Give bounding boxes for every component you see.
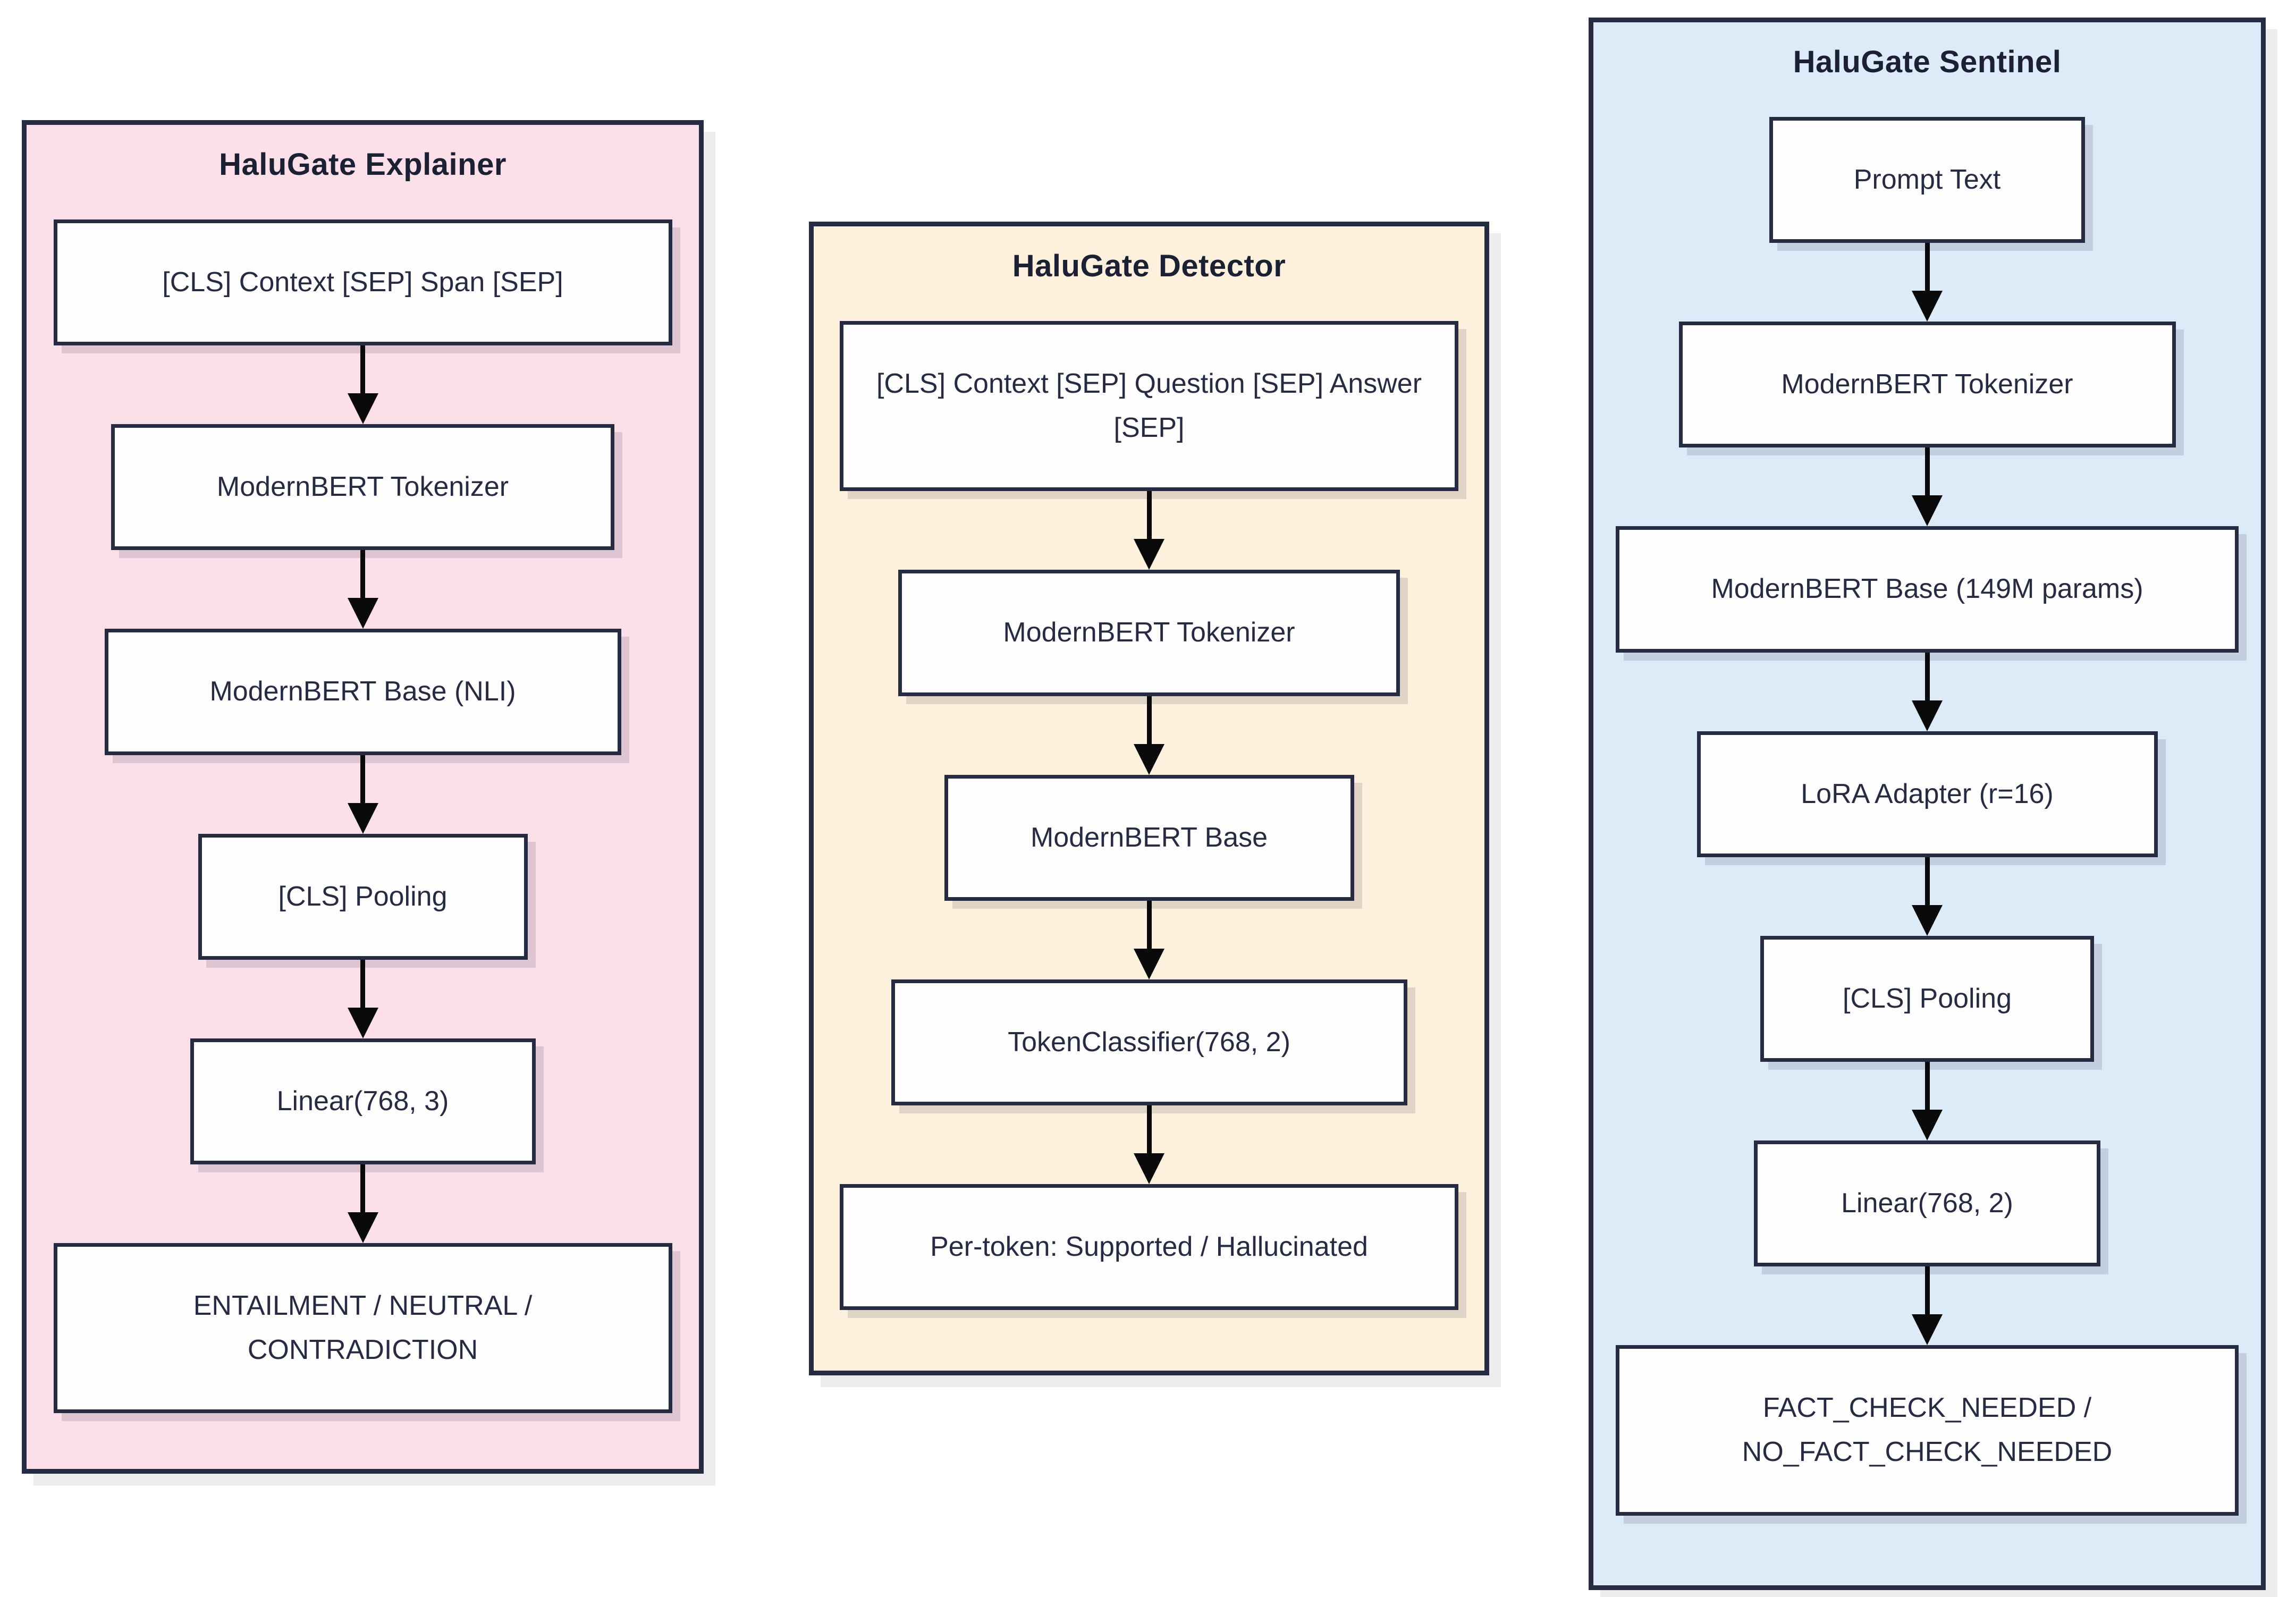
flow-node-output: Per-token: Supported / Hallucinated [840, 1184, 1458, 1311]
flow-node-tokenizer: ModernBERT Tokenizer [111, 424, 614, 551]
arrow-down-icon [347, 755, 379, 834]
flow-node-pooling: [CLS] Pooling [1760, 935, 2094, 1062]
arrow-shaft [1924, 243, 1930, 291]
panel-halugate-detector: HaluGate Detector [CLS] Context [SEP] Qu… [809, 222, 1489, 1375]
flow-node-label: [CLS] Context [SEP] Question [SEP] Answe… [876, 368, 1422, 444]
arrow-down-icon [1133, 491, 1165, 570]
arrow-head [1912, 495, 1943, 527]
flow-node-label: [CLS] Pooling [1843, 983, 2012, 1014]
flow-node-label: ModernBERT Tokenizer [216, 471, 509, 503]
arrow-head [347, 598, 378, 629]
flow-node-label: [CLS] Pooling [278, 881, 448, 912]
arrow-down-icon [347, 345, 379, 425]
flow-node-output: ENTAILMENT / NEUTRAL / CONTRADICTION [53, 1243, 672, 1414]
arrow-head [1134, 1153, 1164, 1184]
arrow-head [1134, 743, 1164, 775]
flow-node-output: FACT_CHECK_NEEDED / NO_FACT_CHECK_NEEDED [1616, 1345, 2239, 1516]
flow-column-explainer: [CLS] Context [SEP] Span [SEP] ModernBER… [27, 219, 699, 1414]
arrow-shaft [360, 345, 365, 394]
flow-node-token-classifier: TokenClassifier(768, 2) [891, 979, 1407, 1105]
flow-column-detector: [CLS] Context [SEP] Question [SEP] Answe… [814, 321, 1484, 1311]
flow-column-sentinel: Prompt Text ModernBERT Tokenizer ModernB… [1593, 117, 2261, 1516]
arrow-down-icon [1133, 900, 1165, 979]
arrow-head [347, 802, 378, 834]
arrow-shaft [1146, 491, 1152, 539]
panel-title-explainer: HaluGate Explainer [219, 147, 507, 182]
panel-title-detector: HaluGate Detector [1012, 249, 1286, 283]
flow-node-lora-adapter: LoRA Adapter (r=16) [1696, 731, 2158, 857]
flow-node-base-model: ModernBERT Base (149M params) [1616, 526, 2239, 653]
arrow-shaft [360, 550, 365, 598]
arrow-down-icon [1911, 652, 1943, 731]
flow-node-label: LoRA Adapter (r=16) [1801, 778, 2054, 809]
flow-node-label: FACT_CHECK_NEEDED / NO_FACT_CHECK_NEEDED [1742, 1392, 2113, 1468]
arrow-head [347, 393, 378, 425]
flow-node-label: ModernBERT Tokenizer [1781, 369, 2073, 400]
flow-node-tokenizer: ModernBERT Tokenizer [898, 570, 1400, 696]
flow-node-tokenizer: ModernBERT Tokenizer [1678, 322, 2176, 448]
flow-node-input: [CLS] Context [SEP] Span [SEP] [53, 219, 672, 346]
panel-title-sentinel: HaluGate Sentinel [1793, 45, 2062, 79]
flow-node-linear: Linear(768, 3) [190, 1038, 536, 1164]
arrow-down-icon [347, 959, 379, 1038]
arrow-head [347, 1007, 378, 1038]
flow-node-label: Per-token: Supported / Hallucinated [930, 1231, 1368, 1262]
flow-node-label: ModernBERT Base (NLI) [209, 676, 516, 707]
arrow-shaft [360, 1164, 365, 1212]
arrow-down-icon [1911, 1061, 1943, 1140]
flow-node-label: TokenClassifier(768, 2) [1008, 1026, 1290, 1058]
arrow-down-icon [1911, 1266, 1943, 1346]
arrow-head [347, 1212, 378, 1243]
arrow-down-icon [1133, 1105, 1165, 1184]
flow-node-input: [CLS] Context [SEP] Question [SEP] Answe… [840, 321, 1458, 492]
arrow-head [1134, 539, 1164, 570]
arrow-head [1912, 1314, 1943, 1346]
flow-node-label: ENTAILMENT / NEUTRAL / CONTRADICTION [193, 1290, 533, 1366]
arrow-shaft [1146, 696, 1152, 744]
arrow-shaft [1146, 1105, 1152, 1153]
arrow-shaft [1924, 857, 1930, 905]
arrow-shaft [1924, 1061, 1930, 1110]
flow-node-linear: Linear(768, 2) [1754, 1140, 2100, 1267]
arrow-down-icon [1911, 447, 1943, 527]
flow-node-label: Linear(768, 2) [1841, 1187, 2013, 1219]
arrow-head [1912, 1109, 1943, 1140]
arrow-down-icon [1911, 857, 1943, 936]
arrow-shaft [1924, 447, 1930, 496]
flow-node-label: [CLS] Context [SEP] Span [SEP] [162, 267, 563, 298]
flow-node-base-model: ModernBERT Base (NLI) [104, 629, 621, 755]
flow-node-label: Linear(768, 3) [276, 1085, 449, 1117]
panel-halugate-sentinel: HaluGate Sentinel Prompt Text ModernBERT… [1589, 18, 2266, 1590]
arrow-down-icon [1911, 243, 1943, 322]
flow-node-label: ModernBERT Tokenizer [1003, 617, 1295, 648]
arrow-down-icon [1133, 696, 1165, 775]
arrow-shaft [360, 755, 365, 803]
panel-halugate-explainer: HaluGate Explainer [CLS] Context [SEP] S… [22, 120, 704, 1474]
arrow-shaft [1146, 900, 1152, 949]
flow-node-label: ModernBERT Base (149M params) [1711, 573, 2143, 605]
arrow-down-icon [347, 550, 379, 629]
arrow-shaft [360, 959, 365, 1008]
arrow-head [1912, 291, 1943, 322]
flow-node-input: Prompt Text [1769, 117, 2085, 243]
arrow-down-icon [347, 1164, 379, 1243]
arrow-head [1912, 905, 1943, 936]
flow-node-label: Prompt Text [1853, 164, 2001, 195]
arrow-shaft [1924, 652, 1930, 700]
arrow-shaft [1924, 1266, 1930, 1315]
arrow-head [1912, 700, 1943, 731]
flow-node-base-model: ModernBERT Base [944, 774, 1354, 901]
flow-node-label: ModernBERT Base [1030, 822, 1268, 853]
flow-node-pooling: [CLS] Pooling [198, 833, 528, 960]
arrow-head [1134, 948, 1164, 979]
